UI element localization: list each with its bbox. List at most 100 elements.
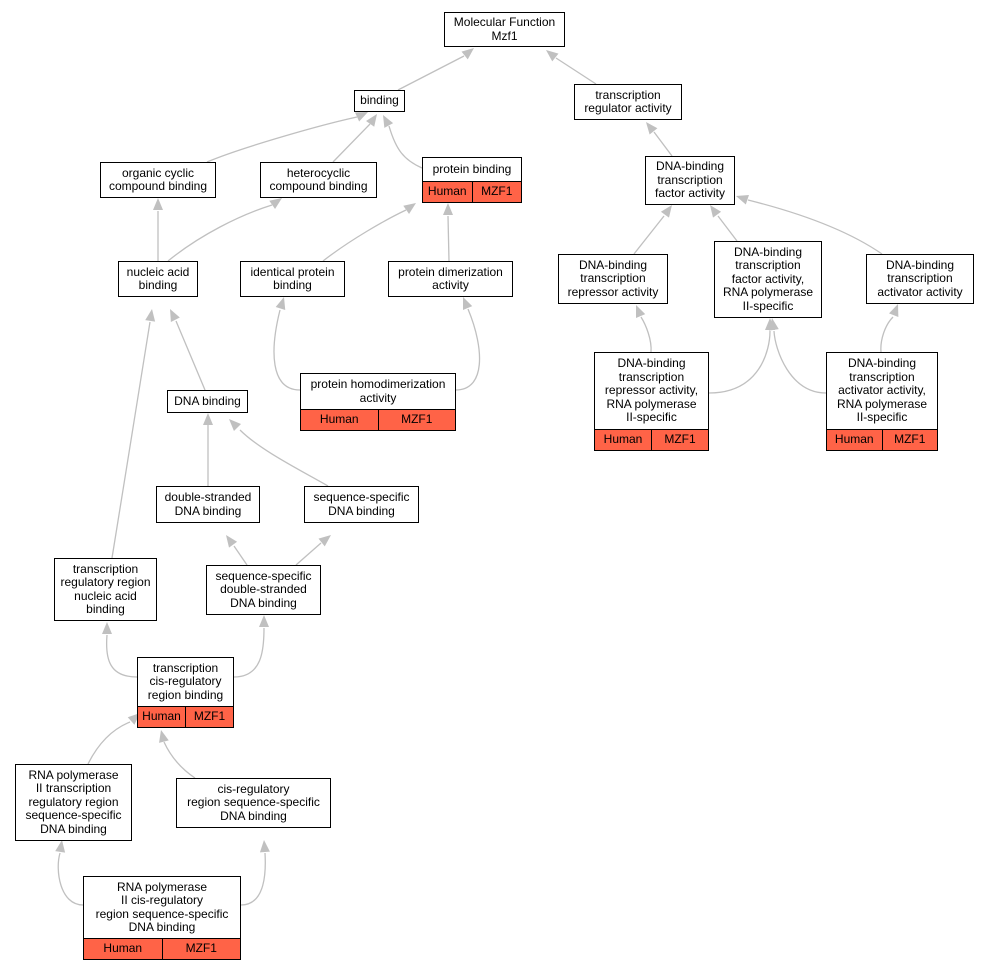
node-label: cis-regulatory region sequence-specific … bbox=[187, 781, 320, 823]
edge-tcrrb-to-ssdsdb bbox=[233, 627, 265, 678]
node-label: protein binding bbox=[432, 161, 512, 176]
edge-dbtaa2-to-dbtfa2 bbox=[773, 330, 827, 394]
node-label: protein dimerization activity bbox=[398, 264, 503, 292]
annotation-row: Human MZF1 bbox=[84, 938, 240, 959]
node-rna-polymerase-ii-cis-regulatory-region-sequence-specific-dna-binding[interactable]: RNA polymerase II cis-regulatory region … bbox=[83, 876, 241, 960]
annotation-gene: MZF1 bbox=[651, 430, 708, 450]
node-sequence-specific-double-stranded-dna-binding[interactable]: sequence-specific double-stranded DNA bi… bbox=[206, 565, 321, 615]
node-molecular-function-root[interactable]: Molecular Function Mzf1 bbox=[444, 12, 565, 47]
edge-dnab-to-nab-arrowhead bbox=[170, 309, 180, 322]
node-dna-binding-transcription-repressor-activity[interactable]: DNA-binding transcription repressor acti… bbox=[558, 254, 668, 304]
node-label: RNA polymerase II transcription regulato… bbox=[25, 767, 122, 836]
node-dna-binding[interactable]: DNA binding bbox=[167, 390, 248, 413]
node-label: sequence-specific double-stranded DNA bi… bbox=[215, 568, 312, 610]
edge-dnab-to-nab bbox=[175, 320, 206, 391]
edge-ssdsdb-to-ssdb-arrowhead bbox=[318, 535, 331, 547]
node-binding[interactable]: binding bbox=[354, 90, 405, 112]
node-label: transcription regulator activity bbox=[584, 87, 672, 115]
edge-dbtra2-to-dbtfa2 bbox=[708, 330, 771, 394]
node-identical-protein-binding[interactable]: identical protein binding bbox=[240, 261, 345, 297]
edge-pb-to-binding bbox=[388, 125, 423, 169]
node-dna-binding-transcription-factor-activity-rnap-ii[interactable]: DNA-binding transcription factor activit… bbox=[714, 241, 822, 318]
edge-ssdsdb-to-dsdb bbox=[233, 545, 248, 566]
edge-tcrrb-to-trrnab bbox=[105, 634, 138, 678]
edge-rnapc-to-rnap-arrowhead bbox=[55, 840, 66, 853]
node-dna-binding-transcription-repressor-activity-rnap-ii[interactable]: DNA-binding transcription repressor acti… bbox=[594, 352, 709, 451]
node-cis-regulatory-region-sequence-specific-dna-binding[interactable]: cis-regulatory region sequence-specific … bbox=[176, 778, 331, 828]
edge-ssdb-to-dnab bbox=[239, 429, 329, 487]
node-sequence-specific-dna-binding[interactable]: sequence-specific DNA binding bbox=[304, 486, 419, 523]
annotation-row: Human MZF1 bbox=[423, 181, 521, 202]
node-organic-cyclic-compound-binding[interactable]: organic cyclic compound binding bbox=[100, 162, 216, 198]
edge-phda-to-ipb bbox=[273, 309, 301, 391]
edge-dbtaa2-to-dbtfa2-arrowhead bbox=[768, 318, 779, 331]
edge-phda-to-pda bbox=[455, 308, 481, 391]
node-protein-homodimerization-activity[interactable]: protein homodimerization activity Human … bbox=[300, 373, 456, 431]
edge-ipb-to-pb-arrowhead bbox=[403, 203, 416, 214]
node-label: transcription cis-regulatory region bind… bbox=[147, 660, 224, 702]
annotation-gene: MZF1 bbox=[185, 707, 233, 727]
node-nucleic-acid-binding[interactable]: nucleic acid binding bbox=[118, 261, 198, 297]
node-label: Molecular Function Mzf1 bbox=[453, 15, 556, 43]
node-dna-binding-transcription-activator-activity[interactable]: DNA-binding transcription activator acti… bbox=[866, 254, 974, 304]
node-label: protein homodimerization activity bbox=[310, 377, 446, 405]
node-transcription-cis-regulatory-region-binding[interactable]: transcription cis-regulatory region bind… bbox=[137, 657, 234, 728]
edge-dbtfa2-to-dbtfa bbox=[717, 215, 738, 242]
annotation-row: Human MZF1 bbox=[301, 409, 455, 430]
edge-pb-to-binding-arrowhead bbox=[383, 115, 394, 128]
node-protein-binding[interactable]: protein binding Human MZF1 bbox=[422, 157, 522, 203]
node-dna-binding-transcription-factor-activity[interactable]: DNA-binding transcription factor activit… bbox=[645, 156, 735, 205]
edge-dbtaa-to-dbtfa bbox=[747, 199, 883, 255]
edge-tra-to-root bbox=[555, 57, 597, 85]
edge-dbtfa-to-tra bbox=[653, 131, 673, 157]
node-label: DNA-binding transcription repressor acti… bbox=[604, 356, 699, 425]
annotation-row: Human MZF1 bbox=[595, 429, 708, 450]
edge-crssdb-to-tcrrb-arrowhead bbox=[159, 730, 169, 743]
edge-dbtaa2-to-dbtaa-arrowhead bbox=[889, 304, 899, 317]
node-transcription-regulatory-region-nucleic-acid-binding[interactable]: transcription regulatory region nucleic … bbox=[54, 558, 157, 621]
node-label: DNA-binding transcription factor activit… bbox=[722, 244, 814, 313]
node-label: DNA-binding transcription repressor acti… bbox=[567, 257, 659, 299]
edge-trrnab-to-nab-arrowhead bbox=[145, 309, 156, 322]
node-rna-polymerase-ii-transcription-regulatory-region-binding[interactable]: RNA polymerase II transcription regulato… bbox=[15, 764, 132, 841]
node-protein-dimerization-activity[interactable]: protein dimerization activity bbox=[388, 261, 513, 297]
node-heterocyclic-compound-binding[interactable]: heterocyclic compound binding bbox=[260, 162, 377, 198]
edge-dsdb-to-dnab-arrowhead bbox=[203, 413, 213, 425]
edge-binding-to-root-arrowhead bbox=[461, 48, 474, 60]
edge-trrnab-to-nab bbox=[111, 321, 151, 559]
edge-tcrrb-to-ssdsdb-arrowhead bbox=[259, 615, 269, 627]
node-dna-binding-transcription-activator-activity-rnap-ii[interactable]: DNA-binding transcription activator acti… bbox=[826, 352, 938, 451]
node-transcription-regulator-activity[interactable]: transcription regulator activity bbox=[574, 84, 682, 120]
edge-ssdsdb-to-dsdb-arrowhead bbox=[226, 535, 238, 548]
annotation-species: Human bbox=[142, 709, 181, 724]
edge-dbtra2-to-dbtra bbox=[640, 316, 652, 353]
edge-ssdsdb-to-ssdb bbox=[295, 542, 322, 566]
annotation-row: Human MZF1 bbox=[138, 706, 233, 727]
edge-tcrrb-to-trrnab-arrowhead bbox=[102, 622, 112, 634]
edge-ocb-to-binding bbox=[206, 116, 358, 163]
node-label: double-stranded DNA binding bbox=[164, 490, 252, 518]
node-label: DNA-binding transcription activator acti… bbox=[836, 356, 928, 425]
edge-rnapc-to-crssdb-arrowhead bbox=[259, 840, 270, 853]
edge-rnapc-to-crssdb bbox=[240, 852, 266, 906]
annotation-species: Human bbox=[834, 432, 874, 447]
edge-rnap-to-tcrrb-arrowhead bbox=[127, 713, 140, 725]
annotation-gene: MZF1 bbox=[377, 410, 456, 430]
edge-dbtaa2-to-dbtaa bbox=[880, 316, 894, 353]
annotation-species: Human bbox=[603, 432, 643, 447]
edge-dbtra2-to-dbtra-arrowhead bbox=[636, 305, 646, 318]
edge-rnap-to-tcrrb bbox=[87, 721, 131, 765]
edge-nab-to-hcb bbox=[167, 204, 273, 262]
node-double-stranded-dna-binding[interactable]: double-stranded DNA binding bbox=[156, 486, 260, 523]
edge-dbtfa2-to-dbtfa-arrowhead bbox=[710, 205, 722, 218]
edge-rnapc-to-rnap bbox=[57, 852, 84, 906]
node-label: DNA binding bbox=[174, 393, 241, 408]
annotation-species: Human bbox=[319, 412, 359, 427]
edge-ipb-to-pb bbox=[322, 209, 407, 262]
edge-binding-to-root bbox=[397, 55, 465, 91]
node-label: organic cyclic compound binding bbox=[108, 165, 208, 193]
node-label: nucleic acid binding bbox=[126, 264, 190, 292]
annotation-species: Human bbox=[103, 941, 143, 956]
